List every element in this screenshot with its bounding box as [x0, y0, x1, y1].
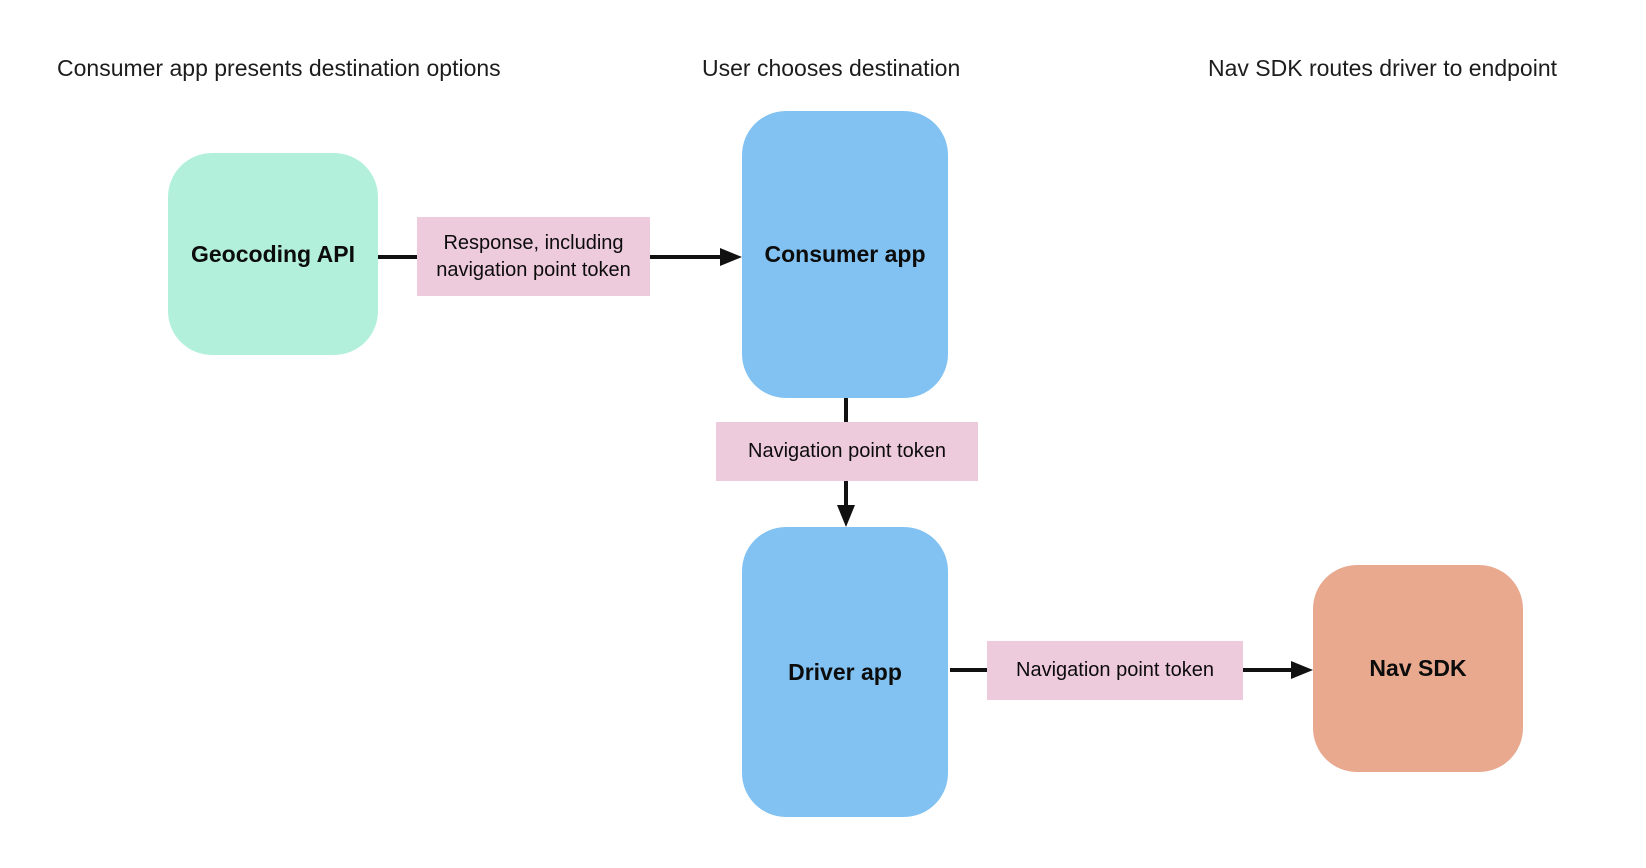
node-consumer-app: Consumer app: [742, 111, 948, 398]
node-nav-sdk: Nav SDK: [1313, 565, 1523, 772]
node-geocoding-api: Geocoding API: [168, 153, 378, 355]
node-label: Nav SDK: [1369, 655, 1467, 681]
edge-label-text: Navigation point token: [748, 440, 946, 463]
column-header-consumer-presents-options: Consumer app presents destination option…: [57, 55, 501, 81]
edge-label-response-including-navigation-point-token: Response, including navigation point tok…: [417, 217, 650, 296]
node-label: Driver app: [788, 658, 902, 685]
edge-label-navigation-point-token-consumer-to-driver: Navigation point token: [716, 422, 978, 481]
arrowhead-right-icon: [1291, 661, 1313, 679]
column-header-user-chooses-destination: User chooses destination: [702, 55, 961, 81]
edge-label-text: Navigation point token: [1016, 659, 1214, 682]
column-header-nav-sdk-routes-driver: Nav SDK routes driver to endpoint: [1208, 55, 1558, 81]
node-label: Consumer app: [764, 241, 926, 267]
edge-label-text: Response, including navigation point tok…: [436, 232, 631, 281]
arrowhead-right-icon: [720, 248, 742, 266]
edge-label-navigation-point-token-driver-to-navsdk: Navigation point token: [987, 641, 1243, 700]
arrowhead-down-icon: [837, 505, 855, 527]
node-label: Geocoding API: [191, 240, 355, 267]
node-driver-app: Driver app: [742, 527, 948, 817]
